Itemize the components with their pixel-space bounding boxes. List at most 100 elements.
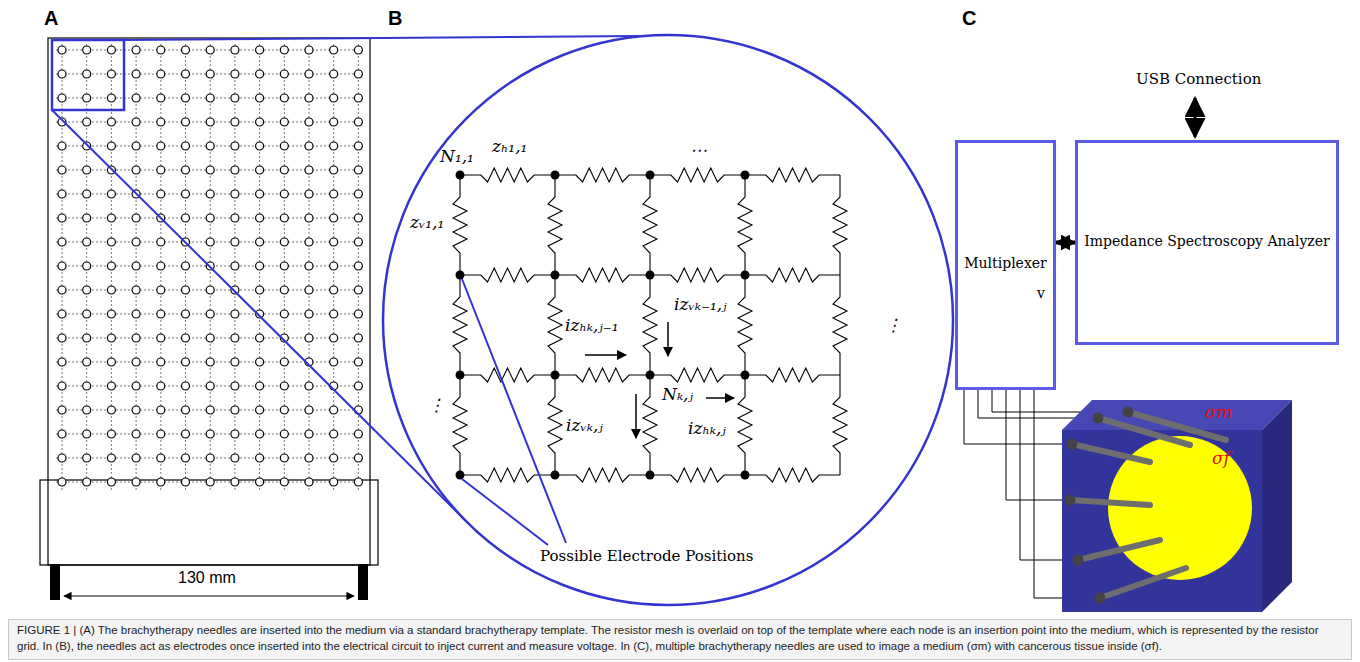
- needle-hole: [107, 118, 115, 126]
- panel-letter: A: [44, 6, 58, 30]
- needle-hole: [182, 286, 190, 294]
- resistor-symbol: [548, 375, 562, 475]
- needle-hole: [231, 46, 239, 54]
- needle-hole: [330, 118, 338, 126]
- zoom-circle: [383, 35, 953, 605]
- needle-hole: [330, 358, 338, 366]
- resistor-symbol: [738, 175, 752, 275]
- needle-hole: [132, 406, 140, 414]
- needle-hole: [58, 214, 66, 222]
- needle-hole: [157, 454, 165, 462]
- template-body: [48, 38, 370, 565]
- needle-hole: [231, 142, 239, 150]
- needle-hole: [206, 430, 214, 438]
- template-foot: [50, 564, 60, 600]
- needle-hole: [256, 118, 264, 126]
- node-label: N₁,₁: [440, 146, 474, 166]
- dimension-label: 130 mm: [178, 568, 236, 587]
- medium-side: [1262, 400, 1292, 612]
- needle-hole: [83, 190, 91, 198]
- needle-hole: [107, 406, 115, 414]
- port-label: v: [1037, 285, 1045, 301]
- instrument-box: Multiplexerv: [955, 140, 1056, 390]
- needle: [1100, 568, 1186, 598]
- needle-hole: [157, 262, 165, 270]
- resistor-symbol: [643, 275, 657, 375]
- resistor-symbol: [833, 375, 847, 475]
- callout-label: Possible Electrode Positions: [540, 547, 753, 565]
- needle-hole: [182, 262, 190, 270]
- needle-hole: [354, 94, 362, 102]
- needle-hole: [58, 262, 66, 270]
- mesh-node: [741, 271, 750, 280]
- needle-hole: [206, 118, 214, 126]
- needle-hole: [231, 454, 239, 462]
- needle-hole: [256, 166, 264, 174]
- resistor-symbol: [650, 168, 745, 182]
- needle-hole: [256, 94, 264, 102]
- needle-hole: [182, 430, 190, 438]
- needle-hole: [58, 166, 66, 174]
- mesh-node: [646, 171, 655, 180]
- needle-hole: [330, 430, 338, 438]
- needle-hole: [182, 382, 190, 390]
- ellipsis: ⋮: [428, 395, 445, 415]
- needle-hole: [330, 70, 338, 78]
- needle-hole: [107, 430, 115, 438]
- needle-hole: [182, 166, 190, 174]
- needle-hole: [182, 310, 190, 318]
- needle-hole: [231, 190, 239, 198]
- needle-hole: [83, 478, 91, 486]
- needle-hole: [157, 286, 165, 294]
- needle-hole: [280, 190, 288, 198]
- needle-hole: [157, 118, 165, 126]
- needle-hole: [157, 358, 165, 366]
- needle-hole: [206, 142, 214, 150]
- needle-hole: [58, 190, 66, 198]
- needle-hole: [280, 142, 288, 150]
- mesh-node: [551, 371, 560, 380]
- resistor-symbol: [643, 175, 657, 275]
- mesh-node: [456, 171, 465, 180]
- mesh-node: [551, 171, 560, 180]
- resistor-symbol: [738, 375, 752, 475]
- resistor-symbol: [460, 268, 555, 282]
- needle-hole: [132, 118, 140, 126]
- needle-hole: [206, 334, 214, 342]
- mesh-node: [456, 371, 465, 380]
- needle-hole: [182, 46, 190, 54]
- needle: [1098, 418, 1190, 445]
- wire: [1006, 390, 1070, 500]
- needle-hole: [206, 238, 214, 246]
- mesh-node: [741, 471, 750, 480]
- needle-hole: [330, 94, 338, 102]
- needle-hole: [280, 454, 288, 462]
- needle-hole: [83, 382, 91, 390]
- needle-hole: [83, 166, 91, 174]
- needle-hole: [354, 118, 362, 126]
- needle-hole: [83, 334, 91, 342]
- needle-hole: [132, 286, 140, 294]
- needle-hole: [206, 70, 214, 78]
- needle-hole: [256, 334, 264, 342]
- needle-hole: [58, 142, 66, 150]
- medium-front: [1062, 430, 1262, 612]
- needle-hole: [231, 94, 239, 102]
- needle-hole: [206, 478, 214, 486]
- needle-hole: [182, 358, 190, 366]
- needle-hole: [256, 358, 264, 366]
- needle-hole: [231, 358, 239, 366]
- needle-hole: [256, 286, 264, 294]
- needle-hub: [1065, 495, 1076, 506]
- needle-hole: [305, 46, 313, 54]
- needle-hole: [157, 166, 165, 174]
- needle-hole: [280, 118, 288, 126]
- needle-hole: [206, 166, 214, 174]
- needle-hole: [107, 382, 115, 390]
- needle-hole: [206, 46, 214, 54]
- needle-hole: [58, 454, 66, 462]
- needle-hole: [354, 454, 362, 462]
- resistor-symbol: [555, 268, 650, 282]
- ellipsis: ⋮: [885, 315, 902, 335]
- needle-hole: [132, 454, 140, 462]
